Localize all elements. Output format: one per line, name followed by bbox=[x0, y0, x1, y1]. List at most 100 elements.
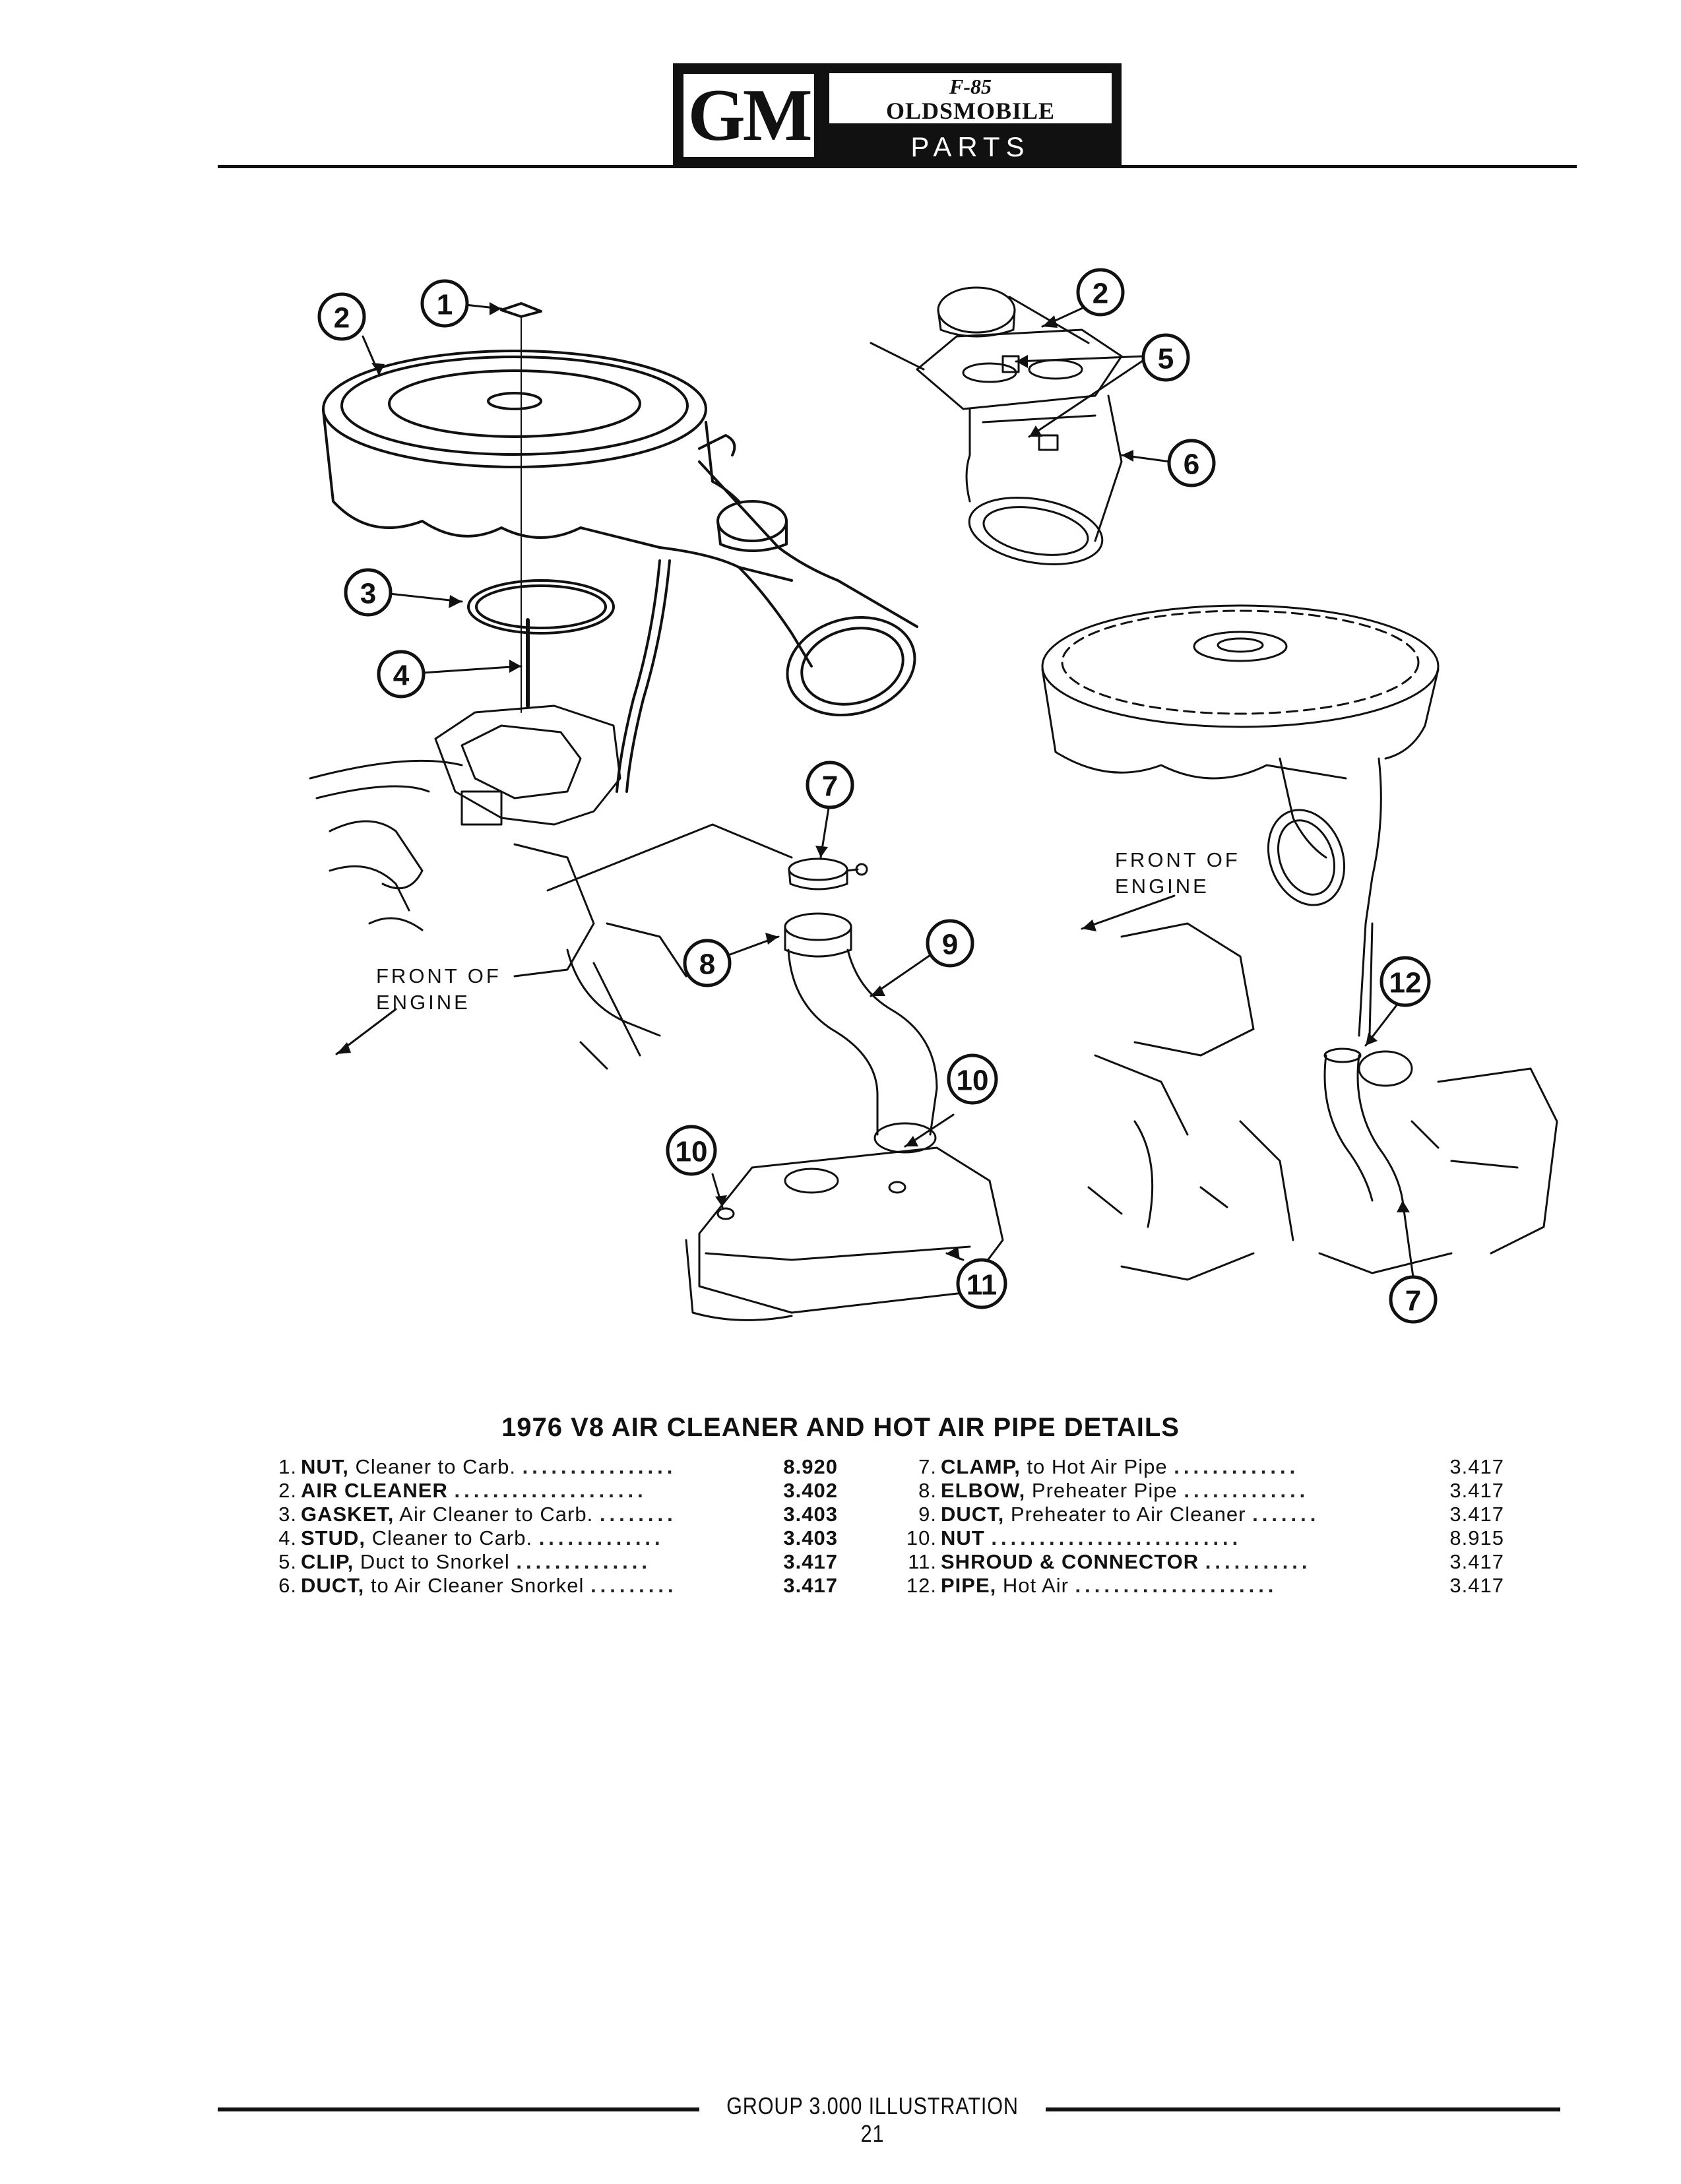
leader-dots: ......... bbox=[590, 1574, 678, 1597]
item-part-name: NUT bbox=[941, 1526, 985, 1549]
footer-rule-left bbox=[218, 2107, 699, 2111]
callout-10-right: 10 bbox=[947, 1053, 998, 1105]
leader-dots: .......................... bbox=[991, 1526, 1242, 1549]
callout-3: 3 bbox=[344, 568, 393, 617]
gm-oldsmobile-logo: GM F-85 OLDSMOBILE PARTS CATALOGUE bbox=[673, 63, 1122, 195]
item-name: DUCT, Preheater to Air Cleaner ....... bbox=[941, 1503, 1319, 1526]
leader-dots: ................ bbox=[522, 1455, 677, 1478]
item-description: Preheater Pipe bbox=[1025, 1479, 1178, 1502]
svg-text:7: 7 bbox=[1405, 1285, 1421, 1317]
item-group-code: 3.402 bbox=[783, 1479, 838, 1502]
item-group-code: 3.417 bbox=[1449, 1550, 1504, 1573]
parts-list-item: 2.AIR CLEANER .................... 3.402 bbox=[257, 1479, 838, 1503]
air-cleaner-drawing bbox=[322, 350, 918, 793]
svg-text:10: 10 bbox=[957, 1065, 989, 1097]
item-name: STUD, Cleaner to Carb. ............. bbox=[301, 1526, 664, 1550]
item-number: 2. bbox=[278, 1479, 297, 1502]
item-number: 10. bbox=[906, 1526, 937, 1549]
catalogue-label: PARTS CATALOGUE bbox=[860, 131, 1081, 195]
item-group-code: 3.417 bbox=[1449, 1503, 1504, 1526]
svg-text:2: 2 bbox=[1093, 278, 1108, 310]
hot-air-duct-drawing bbox=[685, 858, 1004, 1321]
front-of-engine-label-right: FRONT OF ENGINE bbox=[1115, 848, 1240, 898]
leader-dots: ............. bbox=[1184, 1479, 1310, 1502]
item-number: 3. bbox=[278, 1503, 297, 1526]
parts-list-item: 12.PIPE, Hot Air .....................3.… bbox=[897, 1574, 1504, 1598]
leader-dots: ............. bbox=[538, 1526, 664, 1549]
item-description: to Air Cleaner Snorkel bbox=[364, 1574, 585, 1597]
footer-rule-right bbox=[1046, 2107, 1560, 2111]
item-group-code: 8.920 bbox=[783, 1455, 838, 1478]
exploded-parts-diagram: 1 2 2 3 4 5 6 7 7 8 9 10 10 11 12 bbox=[309, 268, 1558, 1324]
leader-dots: ..................... bbox=[1075, 1574, 1278, 1597]
parts-list-item: 11.SHROUD & CONNECTOR ...........3.417 bbox=[897, 1550, 1504, 1574]
leader-dots: .................... bbox=[454, 1479, 647, 1502]
item-name: NUT .......................... bbox=[941, 1526, 1242, 1550]
svg-text:6: 6 bbox=[1184, 449, 1199, 481]
parts-list-item: 6.DUCT, to Air Cleaner Snorkel .........… bbox=[257, 1574, 838, 1598]
callout-5: 5 bbox=[1141, 333, 1190, 382]
item-name: AIR CLEANER .................... bbox=[301, 1479, 647, 1503]
svg-text:8: 8 bbox=[699, 949, 715, 981]
callout-4: 4 bbox=[377, 650, 426, 699]
svg-text:12: 12 bbox=[1389, 967, 1422, 999]
item-number: 5. bbox=[278, 1550, 297, 1573]
svg-text:5: 5 bbox=[1158, 343, 1174, 375]
item-description: Preheater to Air Cleaner bbox=[1004, 1503, 1246, 1526]
svg-text:11: 11 bbox=[967, 1269, 998, 1301]
item-part-name: GASKET, bbox=[301, 1503, 395, 1526]
item-description: Cleaner to Carb. bbox=[348, 1455, 516, 1478]
brand-name: OLDSMOBILE bbox=[885, 98, 1056, 124]
item-part-name: PIPE, bbox=[941, 1574, 997, 1597]
item-part-name: CLAMP, bbox=[941, 1455, 1021, 1478]
leader-dots: ............. bbox=[1174, 1455, 1300, 1478]
callout-6: 6 bbox=[1167, 439, 1216, 487]
oldsmobile-box: F-85 OLDSMOBILE bbox=[826, 70, 1115, 127]
callout-2-right: 2 bbox=[1076, 268, 1125, 317]
front-of-engine-label-left: FRONT OF ENGINE bbox=[376, 964, 501, 1014]
item-part-name: ELBOW, bbox=[941, 1479, 1026, 1502]
item-part-name: NUT, bbox=[301, 1455, 349, 1478]
diagram-title: 1976 V8 AIR CLEANER AND HOT AIR PIPE DET… bbox=[501, 1413, 1180, 1442]
item-name: NUT, Cleaner to Carb. ................ bbox=[301, 1455, 676, 1479]
svg-text:4: 4 bbox=[393, 660, 410, 692]
parts-list-item: 9.DUCT, Preheater to Air Cleaner .......… bbox=[897, 1503, 1504, 1526]
item-group-code: 3.403 bbox=[783, 1526, 838, 1549]
parts-list-item: 8.ELBOW, Preheater Pipe .............3.4… bbox=[897, 1479, 1504, 1503]
item-part-name: STUD, bbox=[301, 1526, 365, 1549]
callout-11: 11 bbox=[956, 1258, 1007, 1309]
item-number: 6. bbox=[278, 1574, 297, 1597]
item-number: 9. bbox=[918, 1503, 937, 1526]
f85-mark: F-85 bbox=[949, 75, 992, 98]
item-name: SHROUD & CONNECTOR ........... bbox=[941, 1550, 1312, 1574]
parts-list-item: 7.CLAMP, to Hot Air Pipe .............3.… bbox=[897, 1455, 1504, 1479]
item-part-name: AIR CLEANER bbox=[301, 1479, 448, 1502]
item-name: GASKET, Air Cleaner to Carb. ........ bbox=[301, 1503, 677, 1526]
item-part-name: DUCT, bbox=[301, 1574, 365, 1597]
parts-list-right: 7.CLAMP, to Hot Air Pipe .............3.… bbox=[897, 1455, 1504, 1598]
leader-dots: ....... bbox=[1252, 1503, 1320, 1526]
item-description: Air Cleaner to Carb. bbox=[394, 1503, 594, 1526]
installed-view-drawing bbox=[1041, 604, 1558, 1281]
arrowheads bbox=[336, 302, 1410, 1260]
svg-text:2: 2 bbox=[334, 302, 350, 334]
item-name: ELBOW, Preheater Pipe ............. bbox=[941, 1479, 1309, 1503]
callout-1: 1 bbox=[420, 279, 469, 328]
callout-9: 9 bbox=[926, 919, 974, 968]
item-part-name: SHROUD & CONNECTOR bbox=[941, 1550, 1199, 1573]
leader-dots: ........... bbox=[1205, 1550, 1312, 1573]
item-name: DUCT, to Air Cleaner Snorkel ......... bbox=[301, 1574, 678, 1598]
item-group-code: 3.417 bbox=[1449, 1455, 1504, 1478]
item-group-code: 3.403 bbox=[783, 1503, 838, 1526]
item-number: 8. bbox=[918, 1479, 937, 1502]
item-name: CLIP, Duct to Snorkel .............. bbox=[301, 1550, 651, 1574]
item-group-code: 8.915 bbox=[1449, 1526, 1504, 1549]
gm-mark: GM bbox=[680, 70, 818, 161]
snorkel-duct-drawing bbox=[870, 286, 1123, 565]
parts-list-item: 10.NUT .......................... 8.915 bbox=[897, 1526, 1504, 1550]
item-part-name: DUCT, bbox=[941, 1503, 1005, 1526]
callout-7-center: 7 bbox=[806, 761, 854, 809]
parts-list-item: 3.GASKET, Air Cleaner to Carb. ........ 3… bbox=[257, 1503, 838, 1526]
item-number: 12. bbox=[906, 1574, 937, 1597]
parts-list-item: 1.NUT, Cleaner to Carb. ................… bbox=[257, 1455, 838, 1479]
